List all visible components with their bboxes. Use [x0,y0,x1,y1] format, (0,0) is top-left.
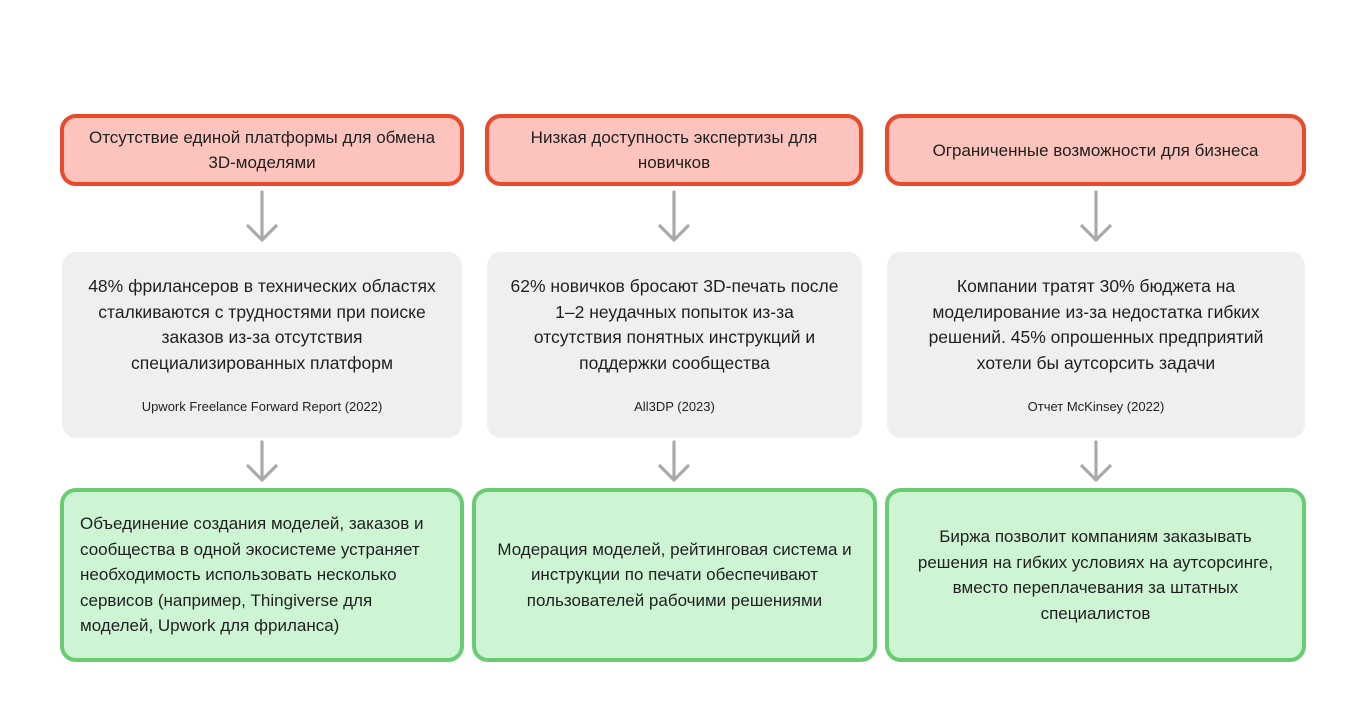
arrow-down-icon [1078,190,1114,244]
solution-box-2: Модерация моделей, рейтинговая система и… [472,488,877,662]
arrow-down-icon [244,190,280,244]
evidence-source: Отчет McKinsey (2022) [1027,399,1165,414]
evidence-box-3: Компании тратят 30% бюджета на моделиров… [887,252,1305,438]
arrow-down-icon [244,440,280,494]
solution-box-1: Объединение создания моделей, заказов и … [60,488,464,662]
solution-text: Модерация моделей, рейтинговая система и… [497,539,852,610]
problem-box-1: Отсутствие единой платформы для обмена 3… [60,114,464,186]
arrow-down-icon [656,440,692,494]
problem-text: Ограниченные возможности для бизнеса [932,140,1259,160]
arrow-down-icon [656,190,692,244]
evidence-box-1: 48% фрилансеров в технических областях с… [62,252,462,438]
arrow-down-icon [1078,440,1114,494]
solution-text: Биржа позволит компаниям заказывать реше… [917,527,1274,623]
problem-text: Отсутствие единой платформы для обмена 3… [88,128,436,172]
evidence-fact: 48% фрилансеров в технических областях с… [88,276,436,373]
problem-text: Низкая доступность экспертизы для новичк… [530,128,818,172]
evidence-source: Upwork Freelance Forward Report (2022) [141,399,383,414]
evidence-fact: 62% новичков бросают 3D-печать после 1–2… [510,276,839,373]
problem-box-2: Низкая доступность экспертизы для новичк… [485,114,863,186]
evidence-box-2: 62% новичков бросают 3D-печать после 1–2… [487,252,862,438]
solution-box-3: Биржа позволит компаниям заказывать реше… [885,488,1306,662]
problem-box-3: Ограниченные возможности для бизнеса [885,114,1306,186]
evidence-source: All3DP (2023) [634,399,715,414]
solution-text: Объединение создания моделей, заказов и … [80,514,424,636]
evidence-fact: Компании тратят 30% бюджета на моделиров… [928,276,1264,373]
